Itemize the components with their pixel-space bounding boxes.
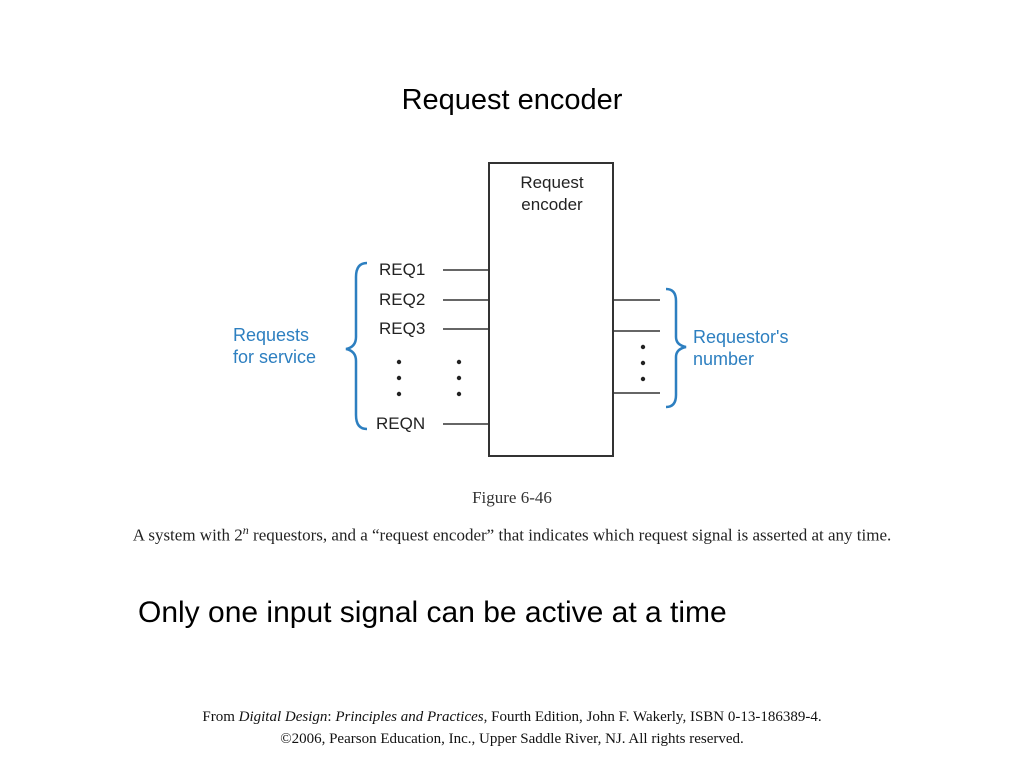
figure-caption: A system with 2n requestors, and a “requ… (0, 523, 1024, 546)
inputs-brace (345, 261, 368, 431)
inputs-group-label-line1: Requests (233, 325, 309, 345)
figure-label: Figure 6-46 (472, 488, 552, 507)
output-ellipsis-dots (640, 344, 646, 382)
encoder-box (488, 162, 614, 457)
outputs-brace (665, 287, 687, 409)
credit-colon: : (327, 709, 336, 725)
slide-title: Request encoder (401, 84, 623, 116)
credit-line-2: ©2006, Pearson Education, Inc., Upper Sa… (280, 731, 744, 747)
input-ellipsis-dots (396, 359, 462, 397)
input-label-reqn: REQN (376, 414, 425, 433)
input-label-req1: REQ1 (379, 260, 425, 279)
credit-book-subtitle: Principles and Practices (335, 709, 484, 725)
credit-line-1: From Digital Design: Principles and Prac… (0, 709, 1024, 726)
outputs-group-label-line1: Requestor's (693, 327, 788, 347)
input-label-req2: REQ2 (379, 290, 425, 309)
encoder-box-label-line2: encoder (521, 195, 583, 214)
outputs-group-label-line2: number (693, 349, 754, 369)
credit-book-title: Digital Design (238, 709, 328, 725)
encoder-box-label-line1: Request (520, 173, 584, 192)
caption-before: A system with 2 (132, 525, 243, 545)
caption-exponent: n (242, 523, 249, 537)
inputs-group-label-line2: for service (233, 347, 316, 367)
credit-rest: , Fourth Edition, John F. Wakerly, ISBN … (483, 709, 822, 725)
main-statement: Only one input signal can be active at a… (138, 596, 727, 629)
credit-from: From (202, 709, 239, 725)
input-label-req3: REQ3 (379, 319, 425, 338)
caption-after: requestors, and a “request encoder” that… (248, 525, 892, 545)
